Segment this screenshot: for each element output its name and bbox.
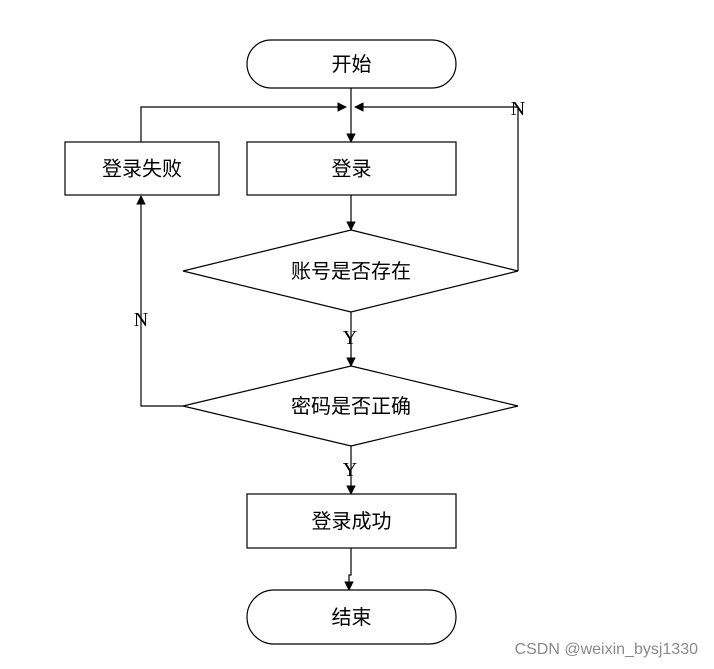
account-exists-decision-shape xyxy=(182,229,519,313)
account-exists-label: 账号是否存在 xyxy=(291,259,411,283)
node-login-failed: 登录失败 xyxy=(64,141,220,196)
connectors xyxy=(136,88,519,591)
account-exists-no-label: N xyxy=(511,98,525,120)
login-failed-process-shape xyxy=(64,141,220,196)
login-success-process-shape xyxy=(246,493,457,549)
node-start: 开始 xyxy=(246,39,457,89)
password-correct-no-label: N xyxy=(134,309,148,331)
node-password-correct: 密码是否正确 xyxy=(182,365,519,447)
watermark-text: CSDN @weixin_bysj1330 xyxy=(514,641,698,658)
edge-account-check-no xyxy=(354,102,519,271)
start-terminal-shape xyxy=(246,39,457,89)
edge-password-check-no xyxy=(136,195,183,407)
login-success-label: 登录成功 xyxy=(312,509,392,533)
login-failed-label: 登录失败 xyxy=(102,157,182,181)
password-correct-decision-shape xyxy=(182,365,519,447)
node-login: 登录 xyxy=(246,141,457,196)
node-end: 结束 xyxy=(246,589,457,645)
edge-login-failed-to-login xyxy=(140,102,347,142)
password-correct-yes-label: Y xyxy=(343,459,357,481)
edge-success-to-end xyxy=(344,548,354,591)
end-label: 结束 xyxy=(332,605,372,629)
end-terminal-shape xyxy=(246,589,457,645)
login-label: 登录 xyxy=(332,157,372,181)
node-login-success: 登录成功 xyxy=(246,493,457,549)
node-account-exists: 账号是否存在 xyxy=(182,229,519,313)
login-process-shape xyxy=(246,141,457,196)
account-exists-yes-label: Y xyxy=(343,327,357,349)
start-label: 开始 xyxy=(332,52,372,76)
password-correct-label: 密码是否正确 xyxy=(291,394,411,418)
